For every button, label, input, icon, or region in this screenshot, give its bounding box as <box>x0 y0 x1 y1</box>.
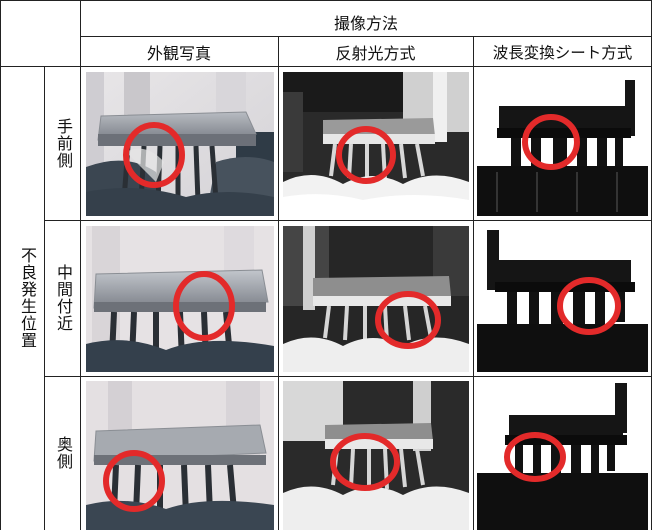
header-divider-upper <box>80 36 652 37</box>
photo-front-reflected <box>283 72 469 216</box>
row-divider-1 <box>44 220 652 221</box>
column-header-reflected-light: 反射光方式 <box>335 44 416 63</box>
row-label-front: 手前側 <box>54 117 73 169</box>
border-top <box>0 0 652 1</box>
photo-front-appearance <box>86 72 274 216</box>
row-group-label: 不良発生位置 <box>18 247 37 349</box>
photo-middle-reflected <box>283 226 469 372</box>
header-imaging-method: 撮像方法 <box>333 14 398 33</box>
col-divider-label <box>80 0 81 530</box>
photo-back-wavelength <box>477 381 648 530</box>
row-label-back: 奥側 <box>54 436 73 470</box>
photo-middle-appearance <box>86 226 274 372</box>
col-divider-group <box>44 66 45 530</box>
border-left <box>0 0 1 530</box>
photo-back-appearance <box>86 381 274 530</box>
column-header-wavelength-sheet: 波長変換シート方式 <box>492 44 633 62</box>
row-divider-2 <box>44 376 652 377</box>
column-header-appearance-photo: 外観写真 <box>146 44 211 63</box>
col-divider-2 <box>473 36 474 530</box>
photo-middle-wavelength <box>477 226 648 372</box>
row-label-middle: 中間付近 <box>54 264 73 332</box>
header-divider-lower <box>0 66 652 67</box>
photo-back-reflected <box>283 381 469 530</box>
col-divider-1 <box>278 36 279 530</box>
photo-front-wavelength <box>477 72 648 216</box>
